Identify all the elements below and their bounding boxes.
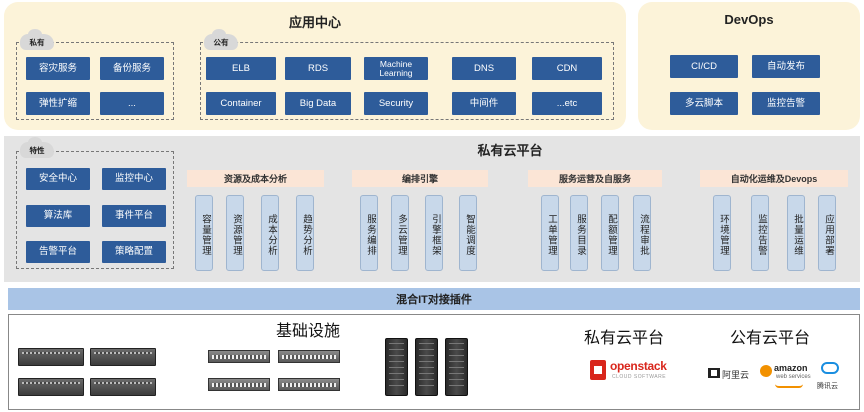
amazon-subtitle: web services bbox=[776, 374, 811, 380]
column-service-catalog[interactable]: 服务目录 bbox=[570, 195, 588, 271]
server-icon bbox=[18, 348, 84, 366]
column-quota-mgmt[interactable]: 配额管理 bbox=[601, 195, 619, 271]
infrastructure-title: 基础设施 bbox=[276, 321, 341, 340]
openstack-subtitle: CLOUD SOFTWARE bbox=[612, 374, 667, 380]
container-button[interactable]: Container bbox=[206, 92, 276, 115]
server-rack-icon bbox=[385, 338, 408, 396]
infra-public-cloud-label: 公有云平台 bbox=[730, 328, 811, 347]
amazon-logo-icon bbox=[760, 365, 772, 377]
column-process-approval[interactable]: 流程审批 bbox=[633, 195, 651, 271]
big-data-button[interactable]: Big Data bbox=[285, 92, 351, 115]
column-environment-mgmt[interactable]: 环境管理 bbox=[713, 195, 731, 271]
algorithm-library-button[interactable]: 算法库 bbox=[26, 205, 90, 227]
network-switch-icon bbox=[278, 350, 340, 363]
amazon-smile-icon bbox=[775, 384, 803, 388]
backup-service-button[interactable]: 备份服务 bbox=[100, 57, 164, 80]
column-batch-ops[interactable]: 批量运维 bbox=[787, 195, 805, 271]
column-smart-scheduling[interactable]: 智能调度 bbox=[459, 195, 477, 271]
monitor-alert-button[interactable]: 监控告警 bbox=[752, 92, 820, 115]
alert-platform-button[interactable]: 告警平台 bbox=[26, 241, 90, 263]
column-capacity-mgmt[interactable]: 容量管理 bbox=[195, 195, 213, 271]
openstack-logo-icon bbox=[590, 360, 606, 380]
private-cloud-tag: 私有 bbox=[20, 29, 54, 50]
server-rack-icon bbox=[445, 338, 468, 396]
dns-button[interactable]: DNS bbox=[452, 57, 516, 80]
app-center-title: 应用中心 bbox=[288, 15, 341, 30]
column-trend-analysis[interactable]: 趋势分析 bbox=[296, 195, 314, 271]
column-monitor-alert[interactable]: 监控告警 bbox=[751, 195, 769, 271]
infra-private-cloud-label: 私有云平台 bbox=[584, 328, 665, 347]
rds-button[interactable]: RDS bbox=[285, 57, 351, 80]
column-app-deploy[interactable]: 应用部署 bbox=[818, 195, 836, 271]
private-cloud-title: 私有云平台 bbox=[477, 143, 543, 158]
more-private-button[interactable]: ... bbox=[100, 92, 164, 115]
features-tag: 特性 bbox=[20, 137, 54, 158]
machine-learning-button[interactable]: Machine Learning bbox=[364, 57, 428, 80]
public-apps-group bbox=[200, 42, 614, 120]
elastic-scaling-button[interactable]: 弹性扩缩 bbox=[26, 92, 90, 115]
monitor-center-button[interactable]: 监控中心 bbox=[102, 168, 166, 190]
devops-title: DevOps bbox=[724, 12, 774, 27]
cicd-button[interactable]: CI/CD bbox=[670, 55, 738, 78]
policy-config-button[interactable]: 策略配置 bbox=[102, 241, 166, 263]
column-multicloud-mgmt[interactable]: 多云管理 bbox=[391, 195, 409, 271]
tencent-logo-text: 腾讯云 bbox=[817, 383, 838, 390]
column-service-orchestration[interactable]: 服务编排 bbox=[360, 195, 378, 271]
amazon-logo-text: amazon bbox=[774, 363, 808, 373]
category-orchestration[interactable]: 编排引擎 bbox=[352, 170, 488, 187]
server-icon bbox=[90, 348, 156, 366]
server-rack-icon bbox=[415, 338, 438, 396]
server-icon bbox=[18, 378, 84, 396]
column-cost-analysis[interactable]: 成本分析 bbox=[261, 195, 279, 271]
auto-release-button[interactable]: 自动发布 bbox=[752, 55, 820, 78]
openstack-logo-text: openstack bbox=[610, 359, 667, 373]
event-platform-button[interactable]: 事件平台 bbox=[102, 205, 166, 227]
etc-button[interactable]: ...etc bbox=[532, 92, 602, 115]
private-apps-group bbox=[16, 42, 174, 120]
hybrid-it-plugin-bar[interactable]: 混合IT对接插件 bbox=[8, 288, 860, 310]
category-service-ops[interactable]: 服务运营及自服务 bbox=[528, 170, 662, 187]
column-resource-mgmt[interactable]: 资源管理 bbox=[226, 195, 244, 271]
multicloud-script-button[interactable]: 多云脚本 bbox=[670, 92, 738, 115]
security-button[interactable]: Security bbox=[364, 92, 428, 115]
column-ticket-mgmt[interactable]: 工单管理 bbox=[541, 195, 559, 271]
features-group bbox=[16, 151, 174, 269]
tencent-cloud-icon bbox=[821, 362, 839, 374]
middleware-button[interactable]: 中间件 bbox=[452, 92, 516, 115]
security-center-button[interactable]: 安全中心 bbox=[26, 168, 90, 190]
aliyun-logo-text: 阿里云 bbox=[722, 370, 750, 380]
column-engine-framework[interactable]: 引擎框架 bbox=[425, 195, 443, 271]
network-switch-icon bbox=[208, 350, 270, 363]
category-resource-cost[interactable]: 资源及成本分析 bbox=[187, 170, 324, 187]
public-cloud-tag: 公有 bbox=[204, 29, 238, 50]
category-automation-devops[interactable]: 自动化运维及Devops bbox=[700, 170, 848, 187]
disaster-recovery-button[interactable]: 容灾服务 bbox=[26, 57, 90, 80]
aliyun-logo-icon bbox=[708, 368, 720, 378]
network-switch-icon bbox=[208, 378, 270, 391]
network-switch-icon bbox=[278, 378, 340, 391]
server-icon bbox=[90, 378, 156, 396]
elb-button[interactable]: ELB bbox=[206, 57, 276, 80]
cdn-button[interactable]: CDN bbox=[532, 57, 602, 80]
